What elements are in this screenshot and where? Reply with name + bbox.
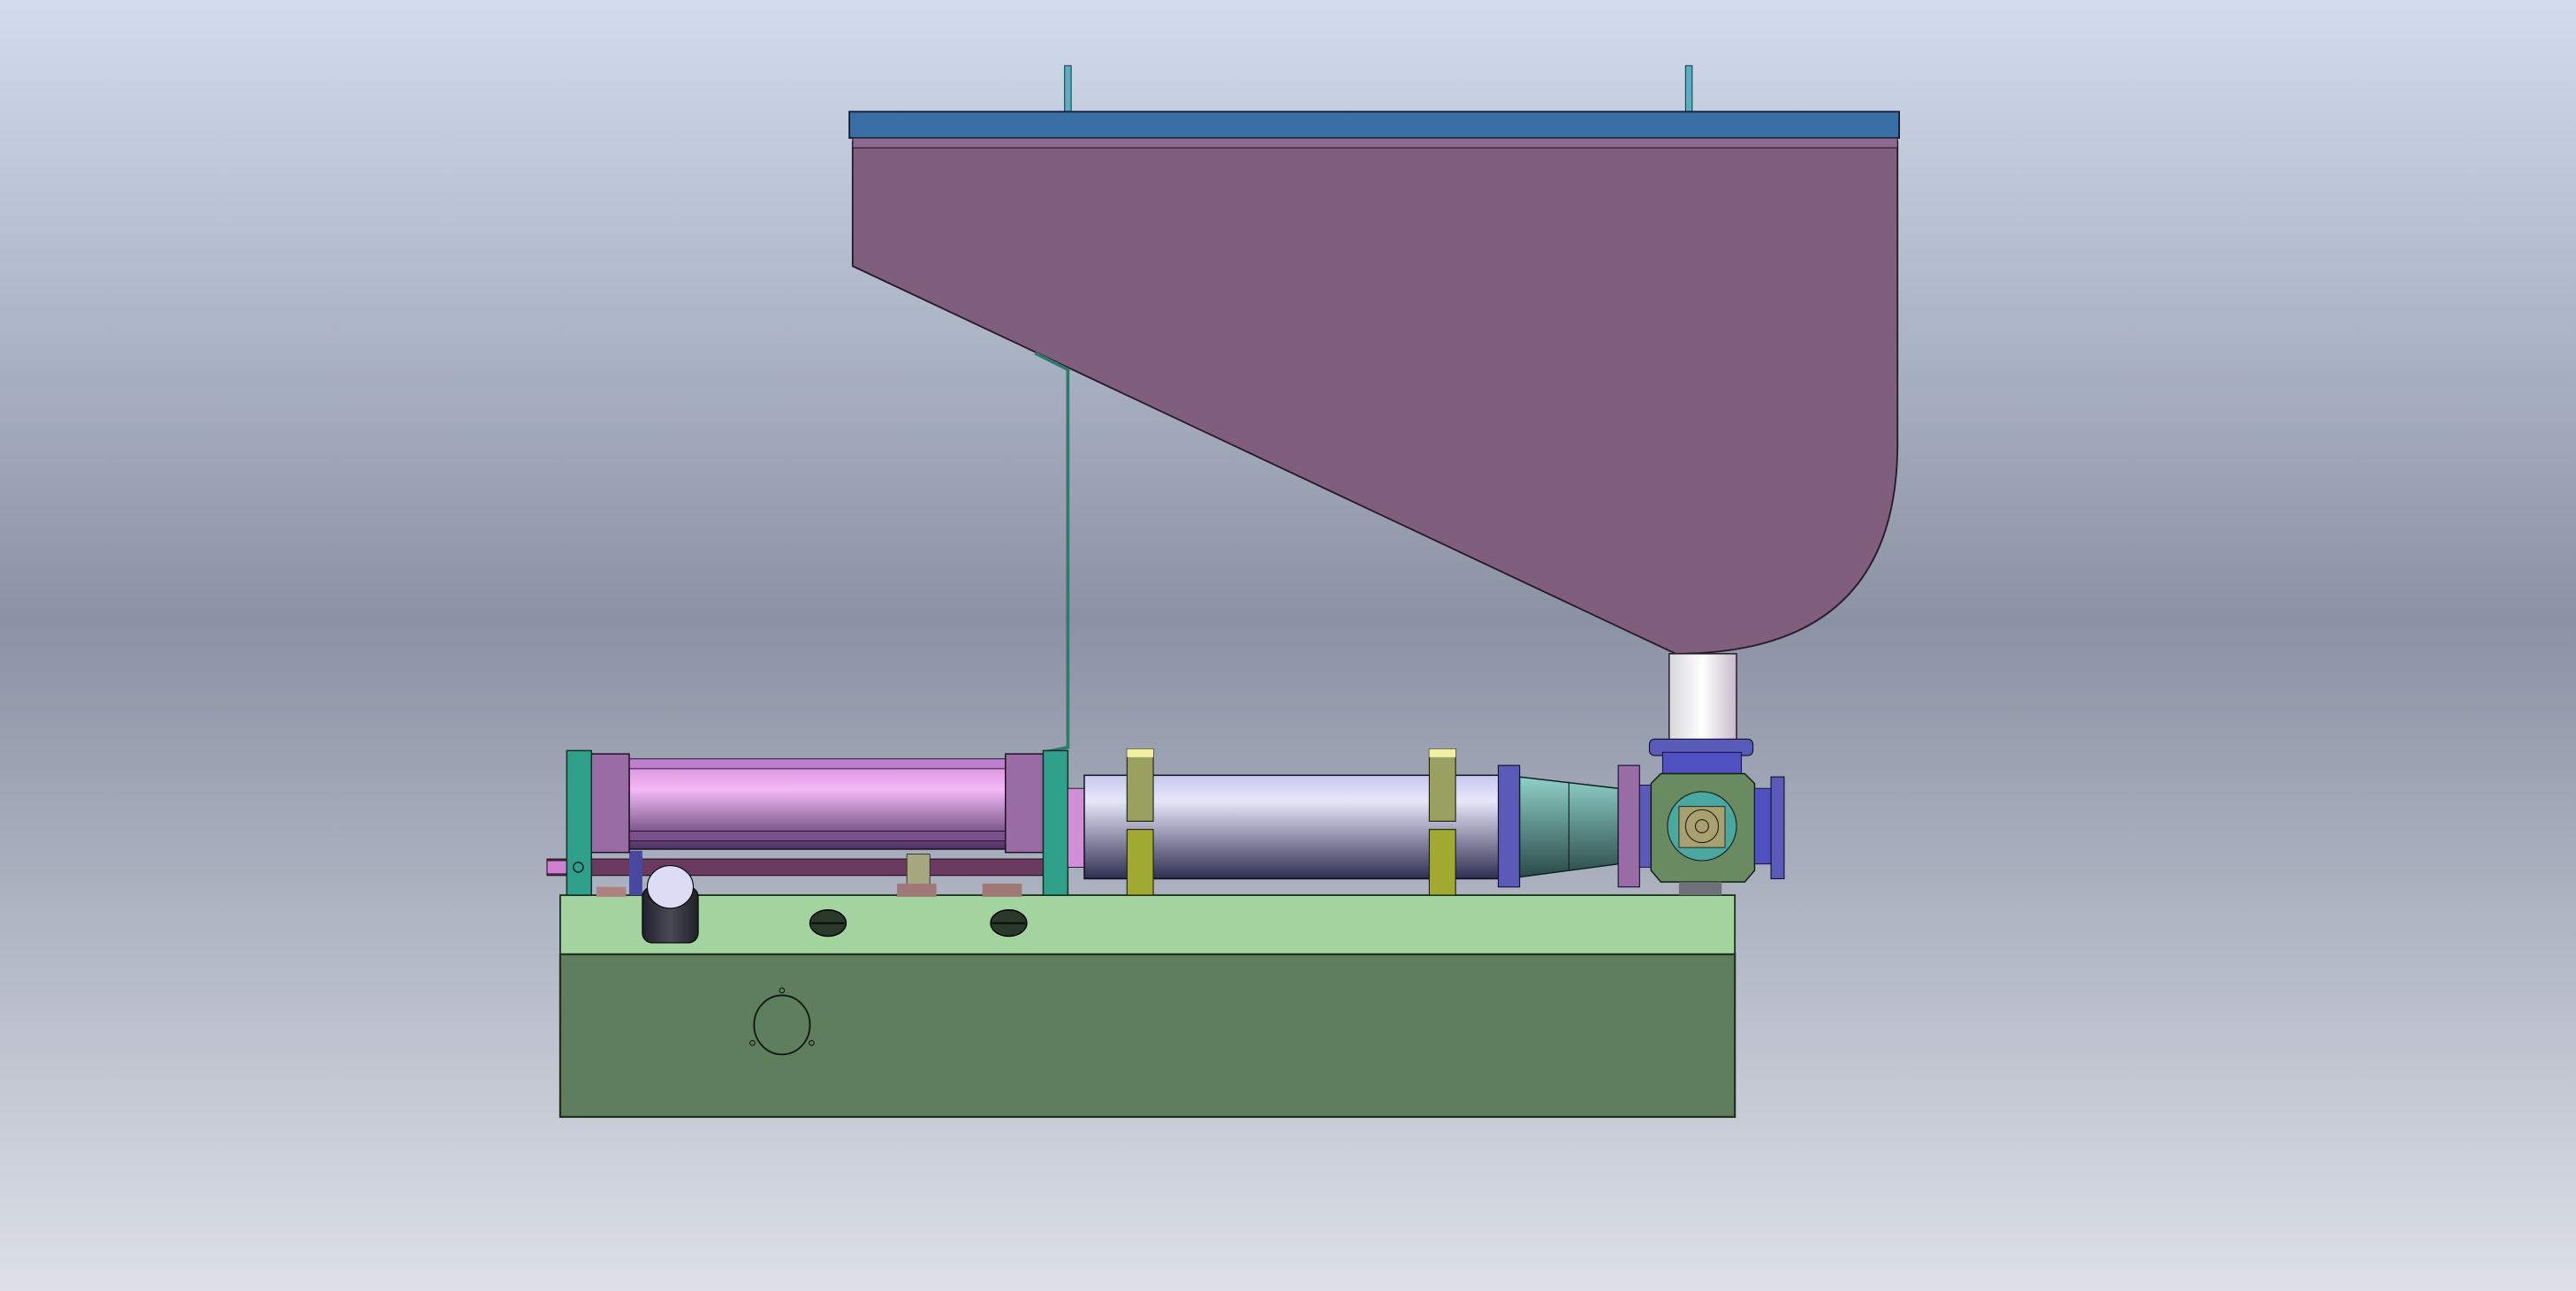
cylinder-cap-left (590, 753, 630, 854)
port-circle (753, 994, 811, 1056)
base-body (559, 953, 1736, 1119)
adjust-knob[interactable] (642, 865, 699, 944)
hopper-hook-left (1064, 65, 1072, 112)
frame-plate-left (566, 749, 593, 896)
screw-rod (546, 858, 1057, 877)
pneumatic-cylinder[interactable] (546, 749, 1069, 897)
flange-2 (1617, 764, 1640, 888)
support-rod (1034, 351, 1070, 755)
flange-1 (1497, 764, 1521, 888)
barrel-clamp-1-bottom (1126, 829, 1154, 896)
barrel-clamp-2-top (1428, 748, 1456, 822)
knob-top (646, 865, 695, 909)
hopper-body (851, 140, 1899, 655)
hopper-hook-right (1684, 65, 1693, 112)
hopper-lid-rim (852, 137, 1898, 148)
material-barrel[interactable] (1067, 748, 1653, 896)
barrel-clamp-2-bottom (1428, 829, 1456, 896)
cylinder-cap-right (1004, 753, 1045, 854)
frame-plate-right (1042, 749, 1069, 896)
valve-stub (1678, 882, 1722, 896)
hopper[interactable] (848, 65, 1900, 743)
outlet-pipe (1668, 653, 1737, 743)
machine-base[interactable] (559, 894, 1736, 1119)
outlet-flange (1770, 776, 1785, 880)
base-top-panel (559, 894, 1736, 955)
hopper-lid (848, 110, 1900, 140)
three-way-valve[interactable] (1648, 738, 1785, 896)
barrel-clamp-1-top (1126, 748, 1154, 822)
